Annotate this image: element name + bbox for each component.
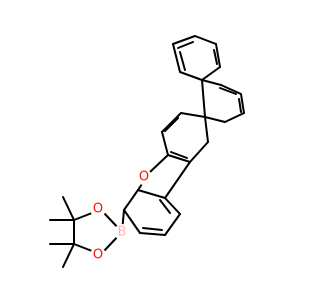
- bond-line: [219, 87, 237, 95]
- bond-line: [238, 98, 242, 113]
- bond-line: [172, 35, 196, 45]
- bond-line: [62, 196, 75, 221]
- bond-line: [142, 227, 163, 231]
- bond-line: [179, 71, 203, 81]
- bond-line: [180, 112, 206, 118]
- bond-line: [164, 213, 181, 236]
- bond-line: [194, 35, 217, 45]
- atom-o-furan: O: [136, 169, 152, 185]
- molecule-structure: O B O O: [49, 35, 245, 268]
- atom-labels: O B O O: [90, 169, 152, 263]
- bond-line: [240, 93, 245, 114]
- bond-line: [137, 189, 166, 199]
- bond-line: [215, 43, 221, 68]
- bond-line: [177, 41, 194, 49]
- bond-line: [179, 51, 186, 71]
- atom-o-furan-label: O: [139, 170, 149, 185]
- bond-line: [213, 49, 218, 65]
- bond-line: [62, 243, 75, 268]
- atom-boron-label: B: [118, 225, 127, 240]
- bond-line: [73, 243, 93, 252]
- bond-line: [164, 197, 181, 215]
- bond-line: [220, 84, 242, 95]
- bond-line: [159, 199, 171, 214]
- bond-line: [170, 151, 188, 159]
- bond-line: [201, 79, 206, 118]
- bond-line: [164, 117, 179, 132]
- bond-line: [164, 161, 191, 199]
- bond-lines: [49, 35, 245, 268]
- bond-line: [167, 154, 191, 163]
- bond-line: [201, 79, 222, 86]
- bond-line: [161, 112, 182, 133]
- bond-line: [224, 112, 245, 123]
- atom-o-ester-bottom-label: O: [93, 248, 103, 263]
- bond-line: [172, 43, 181, 73]
- atom-o-ester-bottom: O: [90, 247, 106, 263]
- atom-o-ester-top: O: [90, 201, 106, 217]
- bond-line: [73, 212, 93, 221]
- bond-line: [189, 141, 209, 163]
- bond-line: [149, 154, 169, 173]
- atom-o-ester-top-label: O: [93, 202, 103, 217]
- bond-line: [204, 116, 226, 123]
- bond-line: [123, 209, 141, 234]
- bond-line: [139, 232, 166, 236]
- bond-line: [201, 66, 221, 81]
- bond-line: [161, 131, 169, 156]
- bond-line: [204, 116, 209, 143]
- bond-line: [123, 189, 139, 211]
- atom-boron: B: [114, 224, 130, 240]
